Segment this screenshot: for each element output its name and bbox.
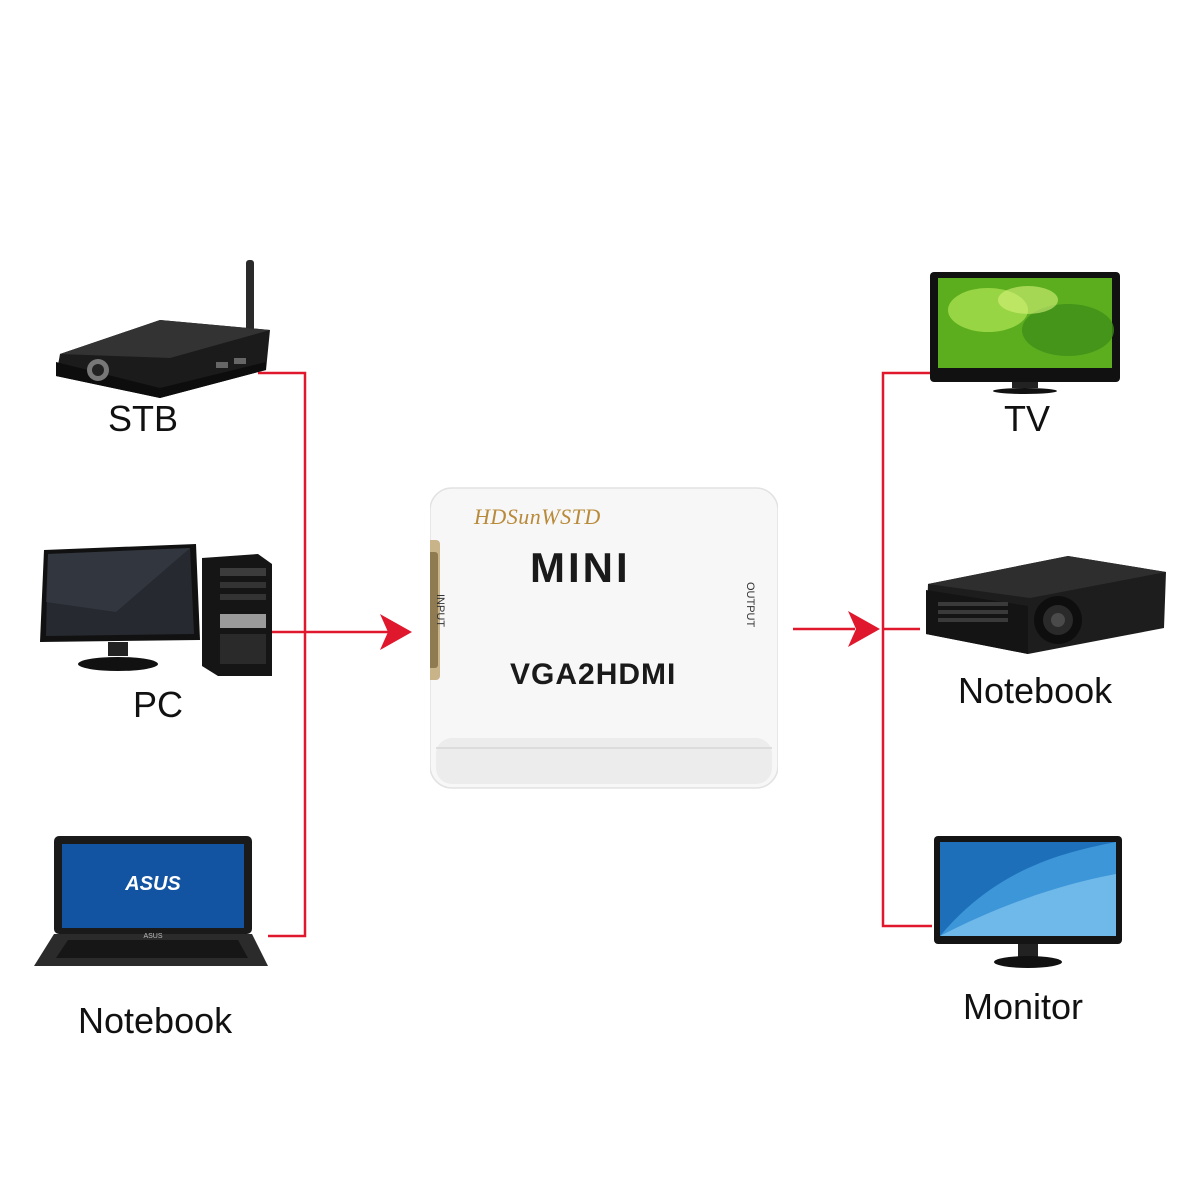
monitor-icon — [932, 834, 1124, 977]
tv-label: TV — [1004, 398, 1051, 439]
monitor-label: Monitor — [963, 986, 1084, 1027]
desktop-pc-icon — [36, 542, 276, 683]
tv-icon — [928, 270, 1122, 399]
input-port-label: INPUT — [434, 594, 446, 627]
set-top-box-icon — [50, 258, 272, 405]
converter-name: MINI — [530, 544, 631, 591]
vga2hdmi-converter: HDSunWSTD MINI INPUT OUTPUT VGA2HDMI — [430, 482, 778, 794]
projector-icon — [918, 550, 1170, 663]
stb-label: STB — [108, 398, 179, 439]
converter-model: VGA2HDMI — [510, 658, 677, 691]
pc-label: PC — [133, 684, 184, 725]
laptop-icon: ASUS ASUS — [32, 834, 270, 975]
stb-connector — [258, 371, 307, 938]
notebook-input-label: Notebook — [78, 1000, 233, 1041]
tv-connector — [881, 371, 932, 928]
output-arrow-head — [848, 611, 880, 647]
notebook-output-label: Notebook — [958, 670, 1113, 711]
input-arrow-head — [380, 614, 412, 650]
output-port-label: OUTPUT — [744, 582, 756, 628]
converter-brand: HDSunWSTD — [474, 504, 601, 529]
laptop-keyboard-brand: ASUS — [143, 933, 162, 940]
laptop-screen-brand: ASUS — [124, 873, 181, 895]
